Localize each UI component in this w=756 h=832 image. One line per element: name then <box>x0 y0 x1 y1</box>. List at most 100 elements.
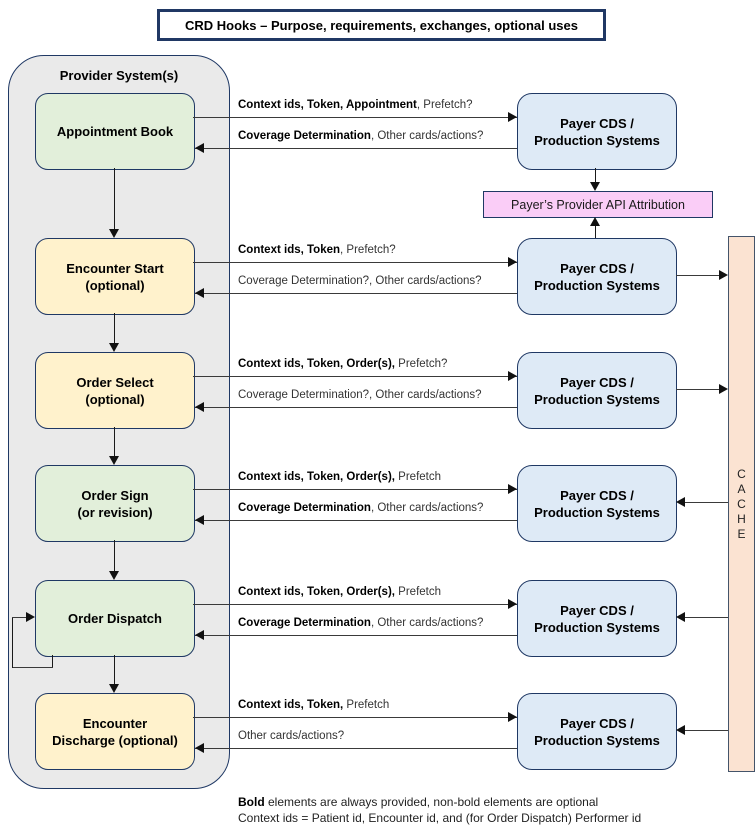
hook-label: Order Sign <box>81 487 149 503</box>
request-label-1: Context ids, Token, Appointment, Prefetc… <box>238 99 473 111</box>
cache-arrow-out-5 <box>685 617 728 618</box>
payer-label-line1: Payer CDS / <box>560 260 634 276</box>
right-arrowhead-icon <box>508 112 517 122</box>
down-arrowhead-icon <box>109 229 119 238</box>
payer-label-line1: Payer CDS / <box>560 374 634 390</box>
right-arrowhead-icon <box>508 484 517 494</box>
left-arrowhead-icon <box>195 515 204 525</box>
cache-arrow-in-3 <box>676 389 720 390</box>
response-label-6: Other cards/actions? <box>238 730 345 742</box>
response-arrow-5 <box>195 635 517 636</box>
footer-note-1: Bold elements are always provided, non-b… <box>238 795 599 809</box>
response-label-3: Coverage Determination?, Other cards/act… <box>238 389 482 401</box>
workflow-row-encounter-discharge: Encounter Discharge (optional) Context i… <box>0 693 756 770</box>
order-dispatch-self-loop <box>12 667 53 668</box>
right-arrowhead-icon <box>26 612 35 622</box>
hook-appointment-book: Appointment Book <box>35 93 195 170</box>
response-arrow-1 <box>195 148 517 149</box>
cache-arrow-out-6 <box>685 730 728 731</box>
order-dispatch-self-loop <box>12 617 27 618</box>
right-arrowhead-icon <box>508 257 517 267</box>
payer-cds-box-6: Payer CDS / Production Systems <box>517 693 677 770</box>
hook-label-line2: (or revision) <box>77 504 153 520</box>
cache-arrow-in-2 <box>676 275 720 276</box>
payer-cds-box-2: Payer CDS / Production Systems <box>517 238 677 315</box>
down-arrowhead-icon <box>109 456 119 465</box>
payer-label-line2: Production Systems <box>534 132 660 148</box>
hook-label-line2: Discharge (optional) <box>52 732 178 748</box>
hook-label-line2: (optional) <box>85 277 145 293</box>
left-arrowhead-icon <box>195 630 204 640</box>
request-label-2: Context ids, Token, Prefetch? <box>238 244 396 256</box>
down-arrowhead-icon <box>109 343 119 352</box>
hook-order-select: Order Select (optional) <box>35 352 195 429</box>
request-label-5: Context ids, Token, Order(s), Prefetch <box>238 586 442 598</box>
response-label-1: Coverage Determination, Other cards/acti… <box>238 130 484 142</box>
left-arrowhead-icon <box>676 612 685 622</box>
hook-label: Encounter Start <box>66 260 164 276</box>
diagram-title-text: CRD Hooks – Purpose, requirements, excha… <box>185 17 578 33</box>
right-arrowhead-icon <box>719 384 728 394</box>
payer-label-line1: Payer CDS / <box>560 715 634 731</box>
hook-label: Order Dispatch <box>68 611 162 626</box>
up-arrowhead-icon <box>590 217 600 226</box>
response-arrow-3 <box>195 407 517 408</box>
workflow-row-encounter-start: Encounter Start (optional) Context ids, … <box>0 238 756 315</box>
right-arrowhead-icon <box>508 712 517 722</box>
down-arrowhead-icon <box>590 182 600 191</box>
payer-cds-box-3: Payer CDS / Production Systems <box>517 352 677 429</box>
request-arrow-1 <box>193 117 517 118</box>
down-arrowhead-icon <box>109 571 119 580</box>
response-label-4: Coverage Determination, Other cards/acti… <box>238 502 484 514</box>
diagram-title: CRD Hooks – Purpose, requirements, excha… <box>157 9 606 41</box>
cache-arrow-out-4 <box>685 502 728 503</box>
hook-connector-3 <box>114 427 115 456</box>
workflow-row-order-dispatch: Order Dispatch Context ids, Token, Order… <box>0 580 756 657</box>
hook-label-line2: (optional) <box>85 391 145 407</box>
left-arrowhead-icon <box>195 143 204 153</box>
payer-label-line2: Production Systems <box>534 619 660 635</box>
response-label-5: Coverage Determination, Other cards/acti… <box>238 617 484 629</box>
attribution-box: Payer’s Provider API Attribution <box>483 191 713 218</box>
request-arrow-5 <box>193 604 517 605</box>
footer-note-2: Context ids = Patient id, Encounter id, … <box>238 811 642 825</box>
response-arrow-4 <box>195 520 517 521</box>
order-dispatch-self-loop <box>12 617 13 668</box>
hook-label: Encounter <box>82 715 148 731</box>
hook-order-dispatch: Order Dispatch <box>35 580 195 657</box>
payer-cds-box-5: Payer CDS / Production Systems <box>517 580 677 657</box>
request-label-6: Context ids, Token, Prefetch <box>238 699 390 711</box>
response-arrow-2 <box>195 293 517 294</box>
request-arrow-2 <box>193 262 517 263</box>
down-arrowhead-icon <box>109 684 119 693</box>
hook-connector-2 <box>114 313 115 344</box>
cache-box: C A C H E <box>728 236 755 772</box>
attribution-label: Payer’s Provider API Attribution <box>511 197 685 212</box>
workflow-row-order-select: Order Select (optional) Context ids, Tok… <box>0 352 756 429</box>
right-arrowhead-icon <box>719 270 728 280</box>
payer-label-line2: Production Systems <box>534 391 660 407</box>
left-arrowhead-icon <box>195 288 204 298</box>
cache-label: C A C H E <box>737 466 746 541</box>
request-arrow-6 <box>193 717 517 718</box>
payer-label-line1: Payer CDS / <box>560 487 634 503</box>
payer-label-line2: Production Systems <box>534 732 660 748</box>
left-arrowhead-icon <box>676 497 685 507</box>
left-arrowhead-icon <box>676 725 685 735</box>
left-arrowhead-icon <box>195 402 204 412</box>
right-arrowhead-icon <box>508 371 517 381</box>
request-arrow-3 <box>193 376 517 377</box>
hook-label: Appointment Book <box>56 124 174 139</box>
order-dispatch-self-loop <box>52 655 53 668</box>
hook-order-sign: Order Sign (or revision) <box>35 465 195 542</box>
request-label-3: Context ids, Token, Order(s), Prefetch? <box>238 358 448 370</box>
payer-label-line1: Payer CDS / <box>560 115 634 131</box>
request-label-4: Context ids, Token, Order(s), Prefetch <box>238 471 442 483</box>
attribution-connector-down <box>595 168 596 183</box>
left-arrowhead-icon <box>195 743 204 753</box>
right-arrowhead-icon <box>508 599 517 609</box>
request-arrow-4 <box>193 489 517 490</box>
payer-label-line2: Production Systems <box>534 504 660 520</box>
payer-label-line1: Payer CDS / <box>560 602 634 618</box>
